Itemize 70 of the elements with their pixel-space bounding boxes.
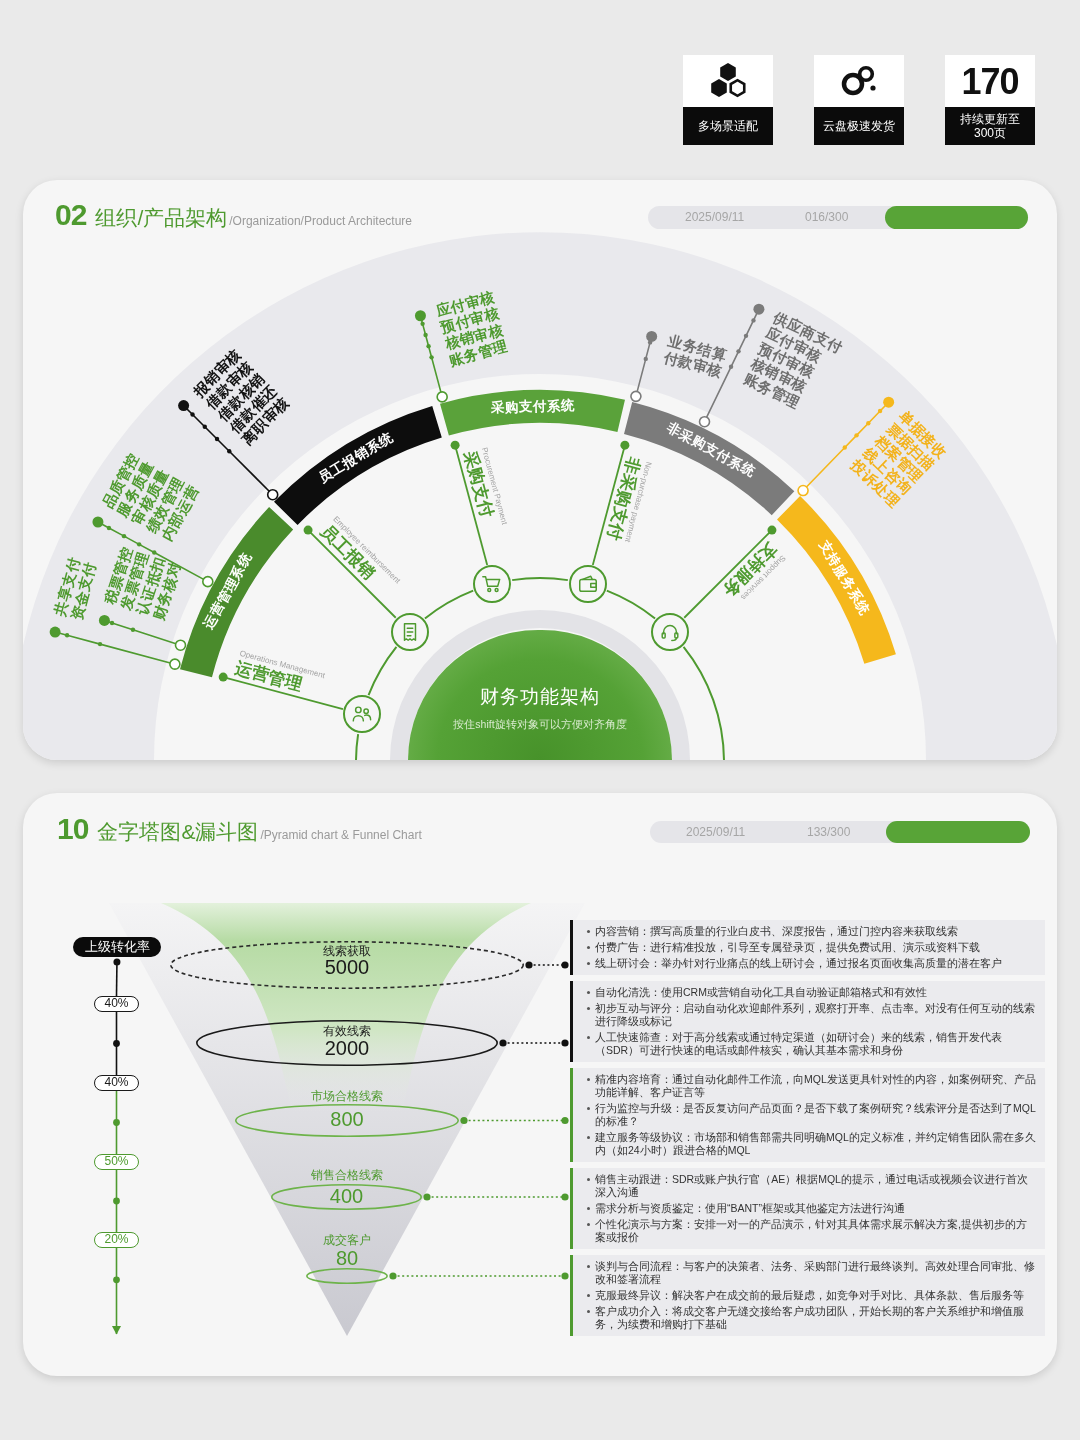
- arc-line: [423, 589, 475, 620]
- bullet-text: 初步互动与评分：启动自动化欢迎邮件系列，观察打开率、点击率。对没有任何互动的线索进行降级或标记: [595, 1002, 1036, 1028]
- feature-badge: [945, 55, 1035, 145]
- bullet-text: 内容营销：撰写高质量的行业白皮书、深度报告，通过门控内容来获取线索: [595, 925, 958, 938]
- segment-label: 采购支付系统: [490, 397, 575, 416]
- bullet-text: 线上研讨会：举办针对行业痛点的线上研讨会，通过报名页面收集高质量的潜在客户: [595, 957, 1002, 970]
- section-number: 10: [57, 811, 89, 847]
- bullet-text: 需求分析与资质鉴定：使用“BANT”框架或其他鉴定方法进行沟通: [595, 1202, 905, 1215]
- page-counter: 133/300: [807, 824, 851, 841]
- section-subtitle: /Organization/Product Architecture: [229, 213, 412, 229]
- bullet-text: 行为监控与升级：是否反复访问产品页面？是否下载了案例研究？线索评分是否达到了MQL的标准？: [595, 1102, 1037, 1128]
- spoke-line: [218, 672, 344, 711]
- text-panel: [570, 1255, 1045, 1336]
- spoke-line: [683, 525, 777, 619]
- bullet-text: 克服最终异议：解决客户在成交前的最后疑虑，如竞争对手对比、具体条款、售后服务等: [595, 1289, 1024, 1302]
- tag-pill: [885, 206, 1028, 229]
- bullet-text: 客户成功介入：将成交客户无缝交接给客户成功团队，开始长期的客户关系维护和增值服务，为续费和增购打下基础: [595, 1305, 1025, 1331]
- section-title: 组织/产品架构: [95, 205, 228, 231]
- leader-line: [49, 626, 181, 670]
- section-subtitle: /Pyramid chart & Funnel Chart: [260, 827, 422, 843]
- count-number: 170: [960, 60, 1020, 104]
- center-note: 按住shift旋转对象可以方便对齐角度: [452, 717, 628, 731]
- icon-circle: [651, 612, 690, 651]
- segment-label: 非采购支付系统: [664, 419, 759, 482]
- section-number: 02: [55, 197, 87, 233]
- page-counter: 016/300: [805, 209, 849, 226]
- info-bar: [650, 821, 1030, 843]
- leader-line: [414, 310, 448, 403]
- badge-caption: 云盘极速发货: [814, 107, 904, 145]
- leader-line: [98, 615, 186, 651]
- segment-label: 员工报销系统: [315, 429, 396, 487]
- date-label: 2025/09/11: [685, 209, 745, 226]
- info-bar: [648, 206, 1028, 229]
- date-label: 2025/09/11: [686, 824, 746, 841]
- icon-circle: [390, 612, 429, 651]
- icon-circle: [568, 565, 607, 604]
- badge-caption: 多场景适配: [683, 107, 773, 145]
- section-title: 金字塔图&漏斗图: [97, 819, 259, 845]
- arc-line: [605, 589, 657, 620]
- segment-label: 运营管理系统: [201, 550, 256, 632]
- spoke-line: [591, 440, 630, 566]
- segment-label: 支持服务系统: [815, 537, 873, 618]
- text-panel: [570, 1168, 1045, 1249]
- bullet-text: 谈判与合同流程：与客户的决策者、法务、采购部门进行最终谈判。高效处理合同审批、修改和签署流程: [595, 1260, 1036, 1286]
- bullet-text: 建立服务等级协议：市场部和销售部需共同明确MQL的定义标准，并约定销售团队需在多久内（如24小时）跟进合格的MQL: [595, 1131, 1037, 1157]
- leader-line: [178, 400, 279, 501]
- bullet-text: 付费广告：进行精准投放，引导至专属登录页，提供免费试用、演示或资料下载: [595, 941, 980, 954]
- leader-line: [797, 396, 895, 497]
- leader-line: [698, 303, 765, 428]
- spoke-line: [450, 440, 489, 566]
- feature-badge: [814, 55, 904, 145]
- leader-line: [92, 516, 214, 588]
- bullet-text: 个性化演示与方案：安排一对一的产品演示，针对其具体需求展示解决方案,提供初步的方案或报价: [595, 1218, 1028, 1244]
- arc-line: [511, 577, 569, 582]
- bullet-text: 销售主动跟进：SDR或账户执行官（AE）根据MQL的提示，通过电话或视频会议进行首次深入沟通: [595, 1173, 1029, 1199]
- feature-badge: [683, 55, 773, 145]
- bullet-text: 自动化清洗：使用CRM或营销自动化工具自动验证邮箱格式和有效性: [595, 986, 927, 999]
- bullet-text: 人工快速筛查：对于高分线索或通过特定渠道（如研讨会）来的线索，销售开发代表（SDR）可进行快速的电话或邮件核实，确认其基本需求和身份: [595, 1031, 1003, 1057]
- spoke-line: [303, 525, 397, 619]
- text-panel: [570, 981, 1045, 1062]
- text-panel: [570, 1068, 1045, 1162]
- center-title: 财务功能架构: [479, 685, 601, 709]
- badge-caption: 持续更新至300页: [945, 107, 1035, 145]
- tag-pill: [886, 821, 1030, 843]
- icon-circle: [473, 565, 512, 604]
- leader-line: [630, 331, 658, 403]
- bullet-text: 精准内容培育：通过自动化邮件工作流，向MQL发送更具针对性的内容，如案例研究、产品功能详解、客户证言等: [595, 1073, 1037, 1099]
- icon-circle: [343, 695, 382, 734]
- arc-line: [367, 645, 398, 697]
- text-panel: [570, 920, 1045, 975]
